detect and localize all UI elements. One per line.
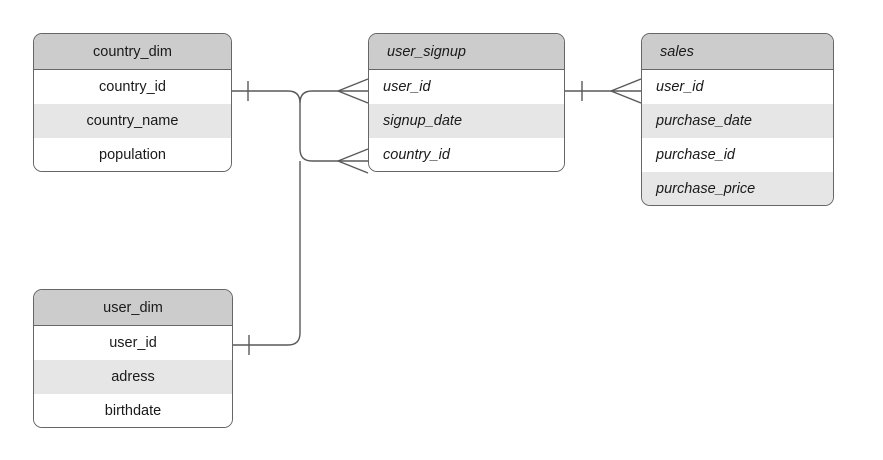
entity-title-user-dim: user_dim [34,290,232,326]
column-row-country-name[interactable]: country_name [34,104,231,138]
crowsfoot-sales-user-id [610,78,642,104]
entity-user-signup[interactable]: user_signup user_id signup_date country_… [368,33,565,172]
connector-line-country-dim [232,90,338,162]
crowsfoot-user-signup-country-id [337,148,369,174]
relationship-user-dim-user-signup [233,161,301,355]
entity-title-user-signup: user_signup [369,34,564,70]
connector-branch-country-dim [299,90,338,104]
relationship-country-dim-user-signup [232,78,369,174]
column-row-country-id[interactable]: country_id [369,138,564,171]
connector-line-user-dim [233,161,301,346]
entity-country-dim[interactable]: country_dim country_id country_name popu… [33,33,232,172]
column-row-birthdate[interactable]: birthdate [34,394,232,427]
column-row-purchase-id[interactable]: purchase_id [642,138,833,172]
column-row-sales-user-id[interactable]: user_id [642,70,833,104]
column-row-user-dim-user-id[interactable]: user_id [34,326,232,360]
column-row-signup-date[interactable]: signup_date [369,104,564,138]
entity-user-dim[interactable]: user_dim user_id adress birthdate [33,289,233,428]
entity-sales[interactable]: sales user_id purchase_date purchase_id … [641,33,834,206]
entity-title-sales: sales [642,34,833,70]
column-row-country-id[interactable]: country_id [34,70,231,104]
crowsfoot-user-signup-user-id [337,78,369,104]
relationship-user-signup-sales [565,78,642,104]
column-row-adress[interactable]: adress [34,360,232,394]
column-row-purchase-price[interactable]: purchase_price [642,172,833,205]
entity-title-country-dim: country_dim [34,34,231,70]
column-row-purchase-date[interactable]: purchase_date [642,104,833,138]
column-row-population[interactable]: population [34,138,231,171]
column-row-user-id[interactable]: user_id [369,70,564,104]
